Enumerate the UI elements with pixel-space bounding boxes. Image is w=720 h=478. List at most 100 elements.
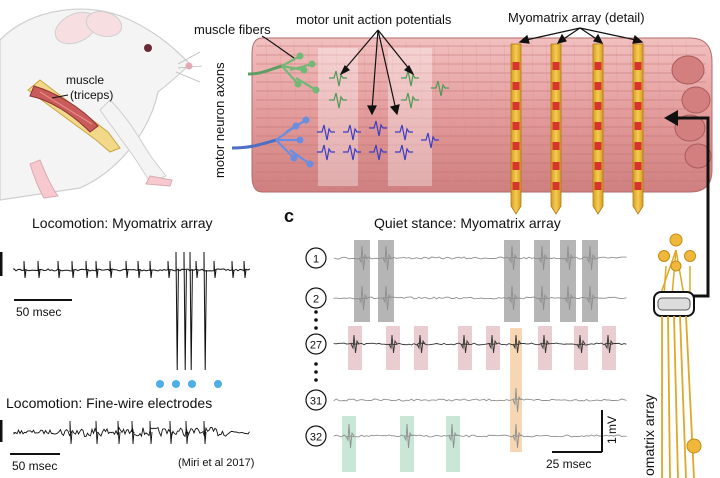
channel-ellipsis-lower: [314, 362, 318, 382]
channel-number: 27: [310, 340, 322, 352]
muscle-label: muscle: [66, 73, 104, 87]
electrode-site: [634, 142, 642, 150]
unit-highlight: [582, 240, 598, 322]
electrode-site: [552, 82, 560, 90]
ap-glyph: [317, 144, 335, 161]
channel-number: 31: [310, 396, 322, 408]
electrode-site: [512, 142, 520, 150]
ap-glyph: [317, 124, 335, 141]
motor-unit-aps-label: motor unit action potentials: [296, 12, 452, 27]
channel-badge: [305, 333, 327, 355]
electrode-site: [512, 82, 520, 90]
channel-trace: [333, 334, 627, 354]
myomatrix-device: omatrix array: [641, 233, 702, 478]
electrode-site: [552, 102, 560, 110]
mouse-illustration: muscle (triceps): [0, 8, 203, 201]
channel-trace: [333, 423, 627, 449]
event-dots: [156, 380, 222, 388]
ap-glyph: [431, 80, 449, 97]
electrode-site: [512, 102, 520, 110]
electrode-site: [634, 182, 642, 190]
unit-highlight: [560, 240, 576, 322]
detail-connector-arrow: [664, 110, 710, 298]
electrode-site: [634, 62, 642, 70]
electrode-site: [594, 62, 602, 70]
time-scalebar-label: 25 msec: [546, 457, 591, 471]
fiber-band: [489, 41, 495, 191]
unit-highlight: [504, 240, 520, 322]
channel-trace: [333, 245, 627, 271]
electrode-site: [552, 62, 560, 70]
channel-badge: [305, 287, 327, 309]
channel-traces: [333, 245, 627, 449]
ap-glyph: [329, 92, 347, 109]
electrode-site: [552, 142, 560, 150]
ap-arrows: [339, 29, 415, 116]
fiber-band: [615, 41, 621, 191]
channel-badge: [305, 247, 327, 269]
fiber-band: [447, 41, 453, 191]
ap-glyph: [343, 144, 361, 161]
fiber-band: [293, 41, 299, 191]
fiber-band: [531, 41, 537, 191]
voltage-scalebar-label: 1 mV: [605, 416, 619, 444]
event-dot: [172, 380, 180, 388]
unit-highlight: [354, 240, 370, 322]
electrode-site: [594, 142, 602, 150]
fiber-band: [349, 41, 355, 191]
electrode-site: [552, 182, 560, 190]
motor-neuron-axons: [231, 52, 320, 168]
activation-zones: [318, 48, 432, 186]
unit-highlight-boxes: [342, 240, 616, 472]
citation-label: (Miri et al 2017): [178, 457, 254, 469]
ap-glyph: [395, 144, 413, 161]
electrode-site: [594, 162, 602, 170]
electrode-site: [594, 182, 602, 190]
event-dot: [214, 380, 222, 388]
fiber-band: [265, 41, 271, 191]
fiber-band: [461, 41, 467, 191]
fiber-band: [573, 41, 579, 191]
panel-b-top-scalebar-label: 50 msec: [16, 305, 61, 319]
channel-trace: [333, 387, 627, 413]
fine-wire-locomotion-trace: [13, 420, 250, 445]
ap-glyph: [395, 124, 413, 141]
unit-highlight: [342, 416, 356, 472]
ap-glyph: [369, 120, 387, 137]
fiber-band: [587, 41, 593, 191]
myomatrix-detail-label: Myomatrix array (detail): [508, 10, 645, 25]
channel-ellipsis-upper: [314, 310, 318, 330]
fiber-band: [657, 41, 663, 191]
channel-badge: [305, 389, 327, 411]
fiber-band: [335, 41, 341, 191]
panel-b: Locomotion: Myomatrix array 50 msec Loco…: [0, 215, 254, 473]
fiber-band: [363, 41, 369, 191]
electrode-site: [512, 62, 520, 70]
fiber-band: [377, 41, 383, 191]
ap-glyph: [401, 70, 419, 87]
motor-neuron-axons-label: motor neuron axons: [212, 62, 227, 178]
unit-highlight: [378, 240, 394, 322]
electrode-site: [594, 122, 602, 130]
electrode-site: [634, 122, 642, 130]
myomatrix-threads: [510, 43, 644, 215]
muscle-fibers-label: muscle fibers: [194, 22, 271, 37]
fiber-band: [643, 41, 649, 191]
panel-b-top-title: Locomotion: Myomatrix array: [32, 215, 213, 231]
electrode-site: [512, 122, 520, 130]
channel-number: 32: [310, 432, 322, 444]
unit-highlight: [400, 416, 414, 472]
fiber-band: [321, 41, 327, 191]
electrode-site: [552, 162, 560, 170]
panel-b-bottom-title: Locomotion: Fine-wire electrodes: [6, 395, 212, 411]
panel-c-letter: c: [284, 206, 294, 226]
myomatrix-locomotion-trace: [13, 251, 251, 371]
electrode-site: [594, 102, 602, 110]
fiber-band: [503, 41, 509, 191]
fiber-band: [391, 41, 397, 191]
fiber-band: [433, 41, 439, 191]
panel-c: c Quiet stance: Myomatrix array 12273132…: [284, 206, 627, 472]
channel-number: 2: [313, 294, 319, 306]
event-dot: [156, 380, 164, 388]
